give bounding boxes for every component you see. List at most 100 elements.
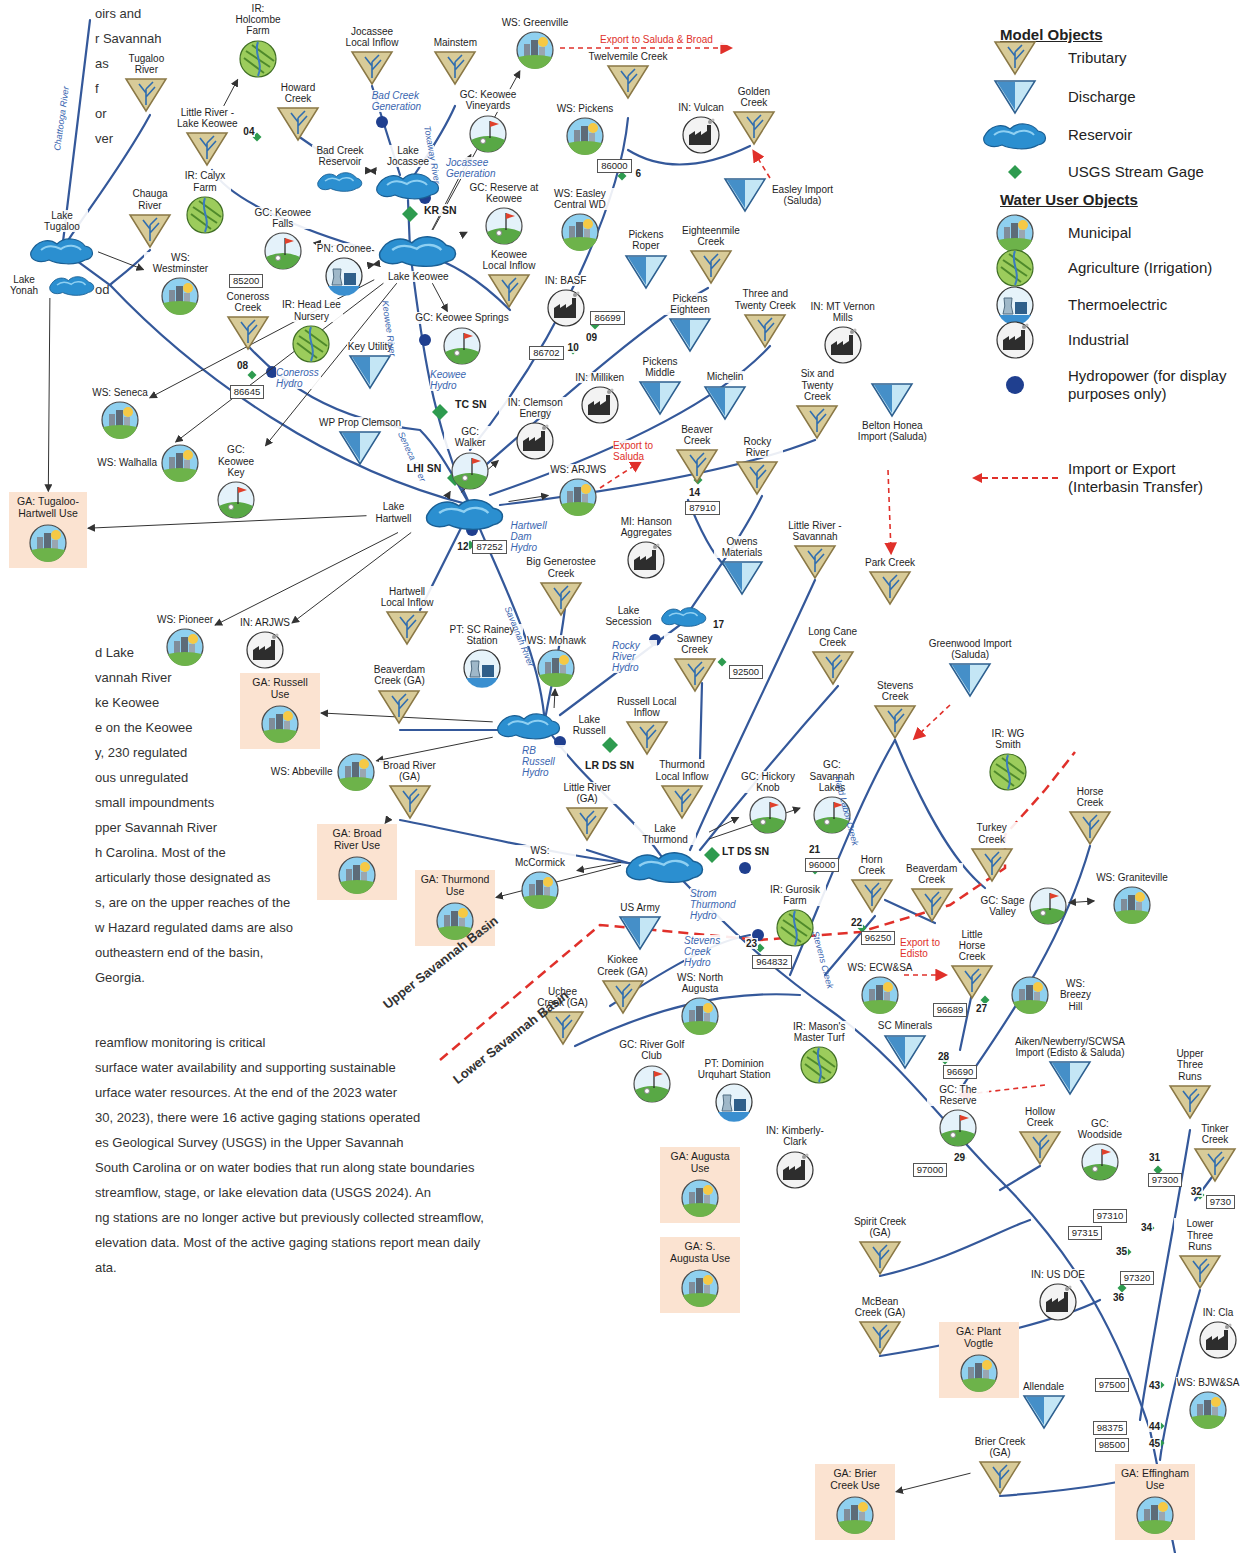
legend-item: Agriculture (Irrigation) [970,248,1212,288]
industrial-node: IN: Kimberly-Clark [759,1125,831,1189]
connector [48,298,50,491]
connector [577,862,621,870]
industrial-node: IN: US DOE [1030,1269,1086,1322]
tributary-node: Sawney Creek [664,633,726,693]
node-label: 98375 [1096,1422,1124,1434]
node-label: Aiken/Newberry/SCWSA Import (Edisto & Sa… [1004,1036,1136,1058]
gauge-id-box: 9730 [1206,1195,1235,1209]
node-label: GC: The Reserve [927,1084,989,1106]
industrial-node: IN: Vulcan [677,102,725,155]
node-label: Kiokee Creek (GA) [594,954,651,976]
discharge-node: Pickens Eighteen [662,293,719,353]
golf-course-icon [484,206,524,246]
connector [509,495,549,501]
gauge-id-box: 86000 [597,159,631,173]
icon-holder [422,494,508,532]
gauge-number: 36 [1112,1292,1125,1303]
node-label: 86702 [532,347,560,359]
industrial-icon [580,385,620,425]
legend-text: Thermoelectric [1068,296,1167,314]
icon-holder [520,870,560,910]
municipal-icon [1112,885,1152,925]
tributary-icon [1168,1084,1212,1120]
georgia-use-box: GA: Broad River Use [317,824,397,900]
icon-holder [47,273,97,297]
tributary-icon [660,784,704,820]
industrial-icon [995,320,1035,360]
tributary-node: Big Generostee Creek [525,556,597,616]
municipal-icon [337,855,377,895]
discharge-node: Michelin [703,371,747,420]
icon-holder [910,887,954,923]
tributary-node: Spirit Creek (GA) [852,1216,909,1276]
node-label: Golden Creek [728,86,780,108]
discharge-node: Pickens Middle [634,356,686,416]
icon-holder [675,448,719,484]
node-label: IN: Kimberly-Clark [759,1125,831,1147]
legend-sample [970,79,1060,115]
gauge-id-box: 97320 [1120,1271,1154,1285]
hydro-label: Jocassee Generation [446,157,506,179]
discharge-icon [720,560,764,596]
discharge-node: Owens Materials [714,536,771,596]
icon-holder [823,325,863,365]
connector [496,865,621,897]
industrial-icon [546,288,586,328]
gauge-id-box: 97500 [1095,1378,1129,1392]
municipal-icon [959,1353,999,1393]
reservoir-icon [622,847,708,885]
tributary-node: Upper Three Runs [1164,1048,1216,1120]
thermoelectric-icon [462,648,502,688]
golf-course-node: GC: Walker [444,426,496,490]
industrial-icon [681,115,721,155]
gauge-id-box: 96000 [805,858,839,872]
node-label: 85200 [232,275,260,287]
body-text-fragment: d Lake [95,645,134,661]
industrial-node: IN: BASF [544,275,588,328]
node-label: Tugaloo River [120,53,172,75]
discharge-icon [618,915,662,951]
icon-holder [870,382,914,418]
node-label: IR: WG Smith [977,728,1039,750]
discharge-icon [1048,1060,1092,1096]
golf-course-icon [1028,886,1068,926]
gauge-number: 23 [745,938,758,949]
tributary-node: Beaverdam Creek (GA) [361,664,438,724]
tributary-icon [433,50,477,86]
icon-holder [238,39,278,79]
hydropower-symbol [1004,374,1026,396]
node-label: Lake Hartwell [368,501,420,523]
body-text-fragment: outheastern end of the basin, [95,945,263,961]
icon-holder [703,385,747,421]
node-label: 97000 [916,1164,944,1176]
municipal-node: WS: Westminster [144,252,216,316]
icon-holder [1022,1394,1066,1430]
body-text-fragment: ng stations are no longer active but pre… [95,1210,484,1226]
golf-course-icon [632,1064,672,1104]
tributary-icon [1178,1254,1222,1290]
icon-holder [128,213,172,249]
municipal-node: WS: BJW&SA [1176,1377,1241,1430]
node-label: IR: Holcombe Farm [230,3,287,37]
discharge-node: US Army [618,902,662,951]
gauge-symbol [704,847,720,863]
icon-holder [720,560,764,596]
thermoelectric-node: PT: SC Rainey Station [441,624,523,688]
icon-holder [245,630,285,670]
connector [377,737,493,760]
discharge-node: Greenwood Import (Saluda) [927,638,1014,698]
industrial-icon [245,630,285,670]
body-text-fragment: ous unregulated [95,770,188,786]
node-label: WS: Pioneer [156,614,214,625]
body-text-fragment: od [95,282,109,298]
hydro-label: Bad Creek Generation [372,90,430,112]
node-label: Belton Honea Import (Saluda) [851,420,933,442]
legend-sample [970,40,1060,76]
station-label: TC SN [455,398,487,410]
node-label: Greenwood Import (Saluda) [927,638,1014,660]
node-label: 97315 [1071,1227,1099,1239]
tributary-icon [873,704,917,740]
tributary-icon [377,689,421,725]
tributary-icon [1193,1147,1237,1183]
icon-holder [165,627,205,667]
